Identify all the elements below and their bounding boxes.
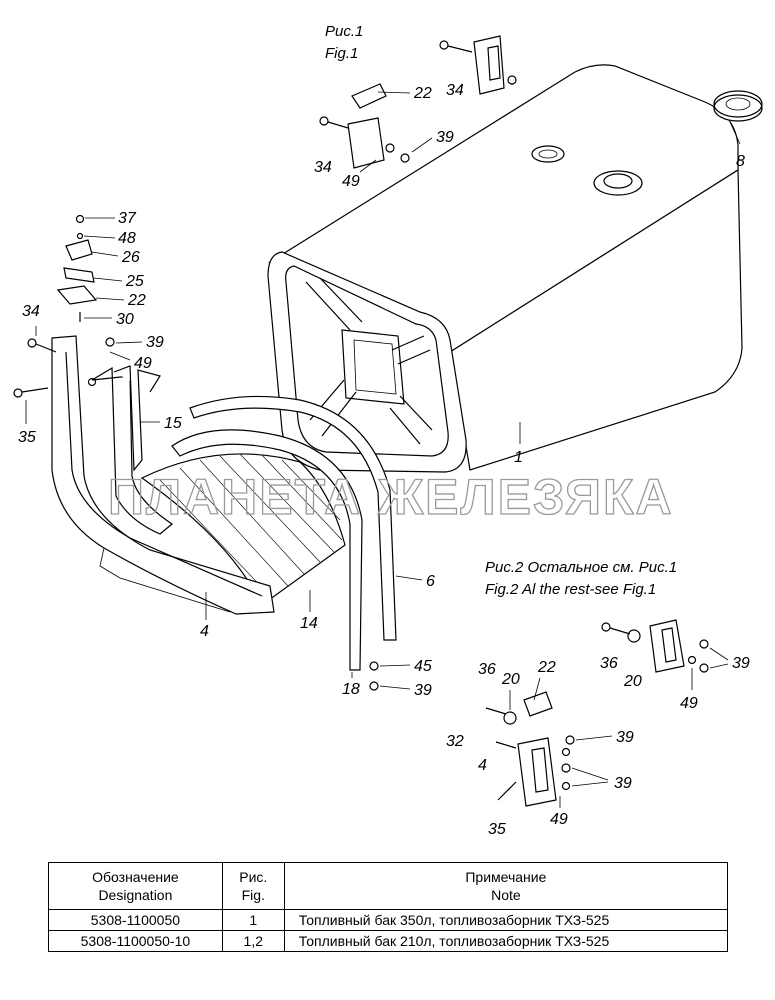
part-label: 35 xyxy=(488,821,506,838)
part-label: 1 xyxy=(514,449,523,466)
table-header-row: Обозначение Designation Рис. Fig. Примеч… xyxy=(48,862,729,910)
leader-lines xyxy=(25,91,741,808)
table-row: 5308-1100050-10 1,2 Топливный бак 210л, … xyxy=(48,930,729,952)
part-label: 36 xyxy=(600,655,618,672)
table-row: 5308-1100050 1 Топливный бак 350л, топли… xyxy=(48,909,729,931)
strap-6 xyxy=(189,395,397,641)
cell-fig: 1 xyxy=(221,909,285,931)
exploded-view-drawing: Рис.1 Fig.1 Рис.2 Остальное см. Рис.1 Fi… xyxy=(13,23,763,838)
header-ru: Примечание xyxy=(465,869,547,885)
bracket-22-top xyxy=(319,83,410,169)
support-15 xyxy=(91,365,174,535)
header-en: Fig. xyxy=(241,887,265,903)
part-label: 49 xyxy=(550,811,568,828)
part-label: 30 xyxy=(116,311,134,328)
strap-18 xyxy=(171,429,363,671)
part-label: 39 xyxy=(436,129,454,146)
header-en: Designation xyxy=(98,887,173,903)
part-label: 45 xyxy=(414,658,432,675)
part-label: 20 xyxy=(501,671,520,688)
part-label: 39 xyxy=(414,682,432,699)
part-label: 39 xyxy=(616,729,634,746)
part-label: 14 xyxy=(300,615,318,632)
header-en: Note xyxy=(491,887,521,903)
part-label: 8 xyxy=(736,153,745,170)
cell-designation: 5308-1100050-10 xyxy=(48,930,223,952)
header-ru: Рис. xyxy=(239,869,268,885)
part-label: 4 xyxy=(200,623,209,640)
fig2-bracket-upper xyxy=(601,619,709,673)
part-label: 39 xyxy=(146,334,164,351)
fig1-caption-ru: Рис.1 xyxy=(325,23,363,40)
part-label: 49 xyxy=(342,173,360,190)
header-fig: Рис. Fig. xyxy=(221,862,285,910)
part-label: 39 xyxy=(732,655,750,672)
part-label: 32 xyxy=(446,733,464,750)
part-label: 18 xyxy=(342,681,360,698)
part-label: 4 xyxy=(478,757,487,774)
filler-cap xyxy=(713,90,763,122)
part-label: 34 xyxy=(314,159,332,176)
rubber-pad xyxy=(140,453,346,606)
part-label: 34 xyxy=(446,82,464,99)
small-parts-left xyxy=(13,214,379,691)
part-label: 39 xyxy=(614,775,632,792)
cell-note: Топливный бак 210л, топливозаборник ТХЗ-… xyxy=(283,930,729,952)
cell-note: Топливный бак 350л, топливозаборник ТХЗ-… xyxy=(283,909,729,931)
header-designation: Обозначение Designation xyxy=(48,862,223,910)
part-label: 20 xyxy=(623,673,642,690)
header-ru: Обозначение xyxy=(92,869,179,885)
fig2-bracket-lower xyxy=(485,691,575,807)
part-label: 35 xyxy=(18,429,36,446)
cell-designation: 5308-1100050 xyxy=(48,909,223,931)
part-labels: 34 22 34 39 49 34 8 37 48 26 25 22 30 34… xyxy=(18,82,750,838)
spec-table: Обозначение Designation Рис. Fig. Примеч… xyxy=(48,862,729,952)
part-label: 49 xyxy=(134,355,152,372)
part-label: 37 xyxy=(118,210,137,227)
part-label: 6 xyxy=(426,573,435,590)
part-label: 22 xyxy=(537,659,556,676)
part-label: 22 xyxy=(413,85,432,102)
header-note: Примечание Note xyxy=(283,862,729,910)
fig2-caption-ru: Рис.2 Остальное см. Рис.1 xyxy=(485,559,677,576)
part-label: 49 xyxy=(680,695,698,712)
fig1-caption-en: Fig.1 xyxy=(325,45,358,62)
part-label: 34 xyxy=(22,303,40,320)
fig2-caption-en: Fig.2 Al the rest-see Fig.1 xyxy=(485,581,656,598)
watermark: ПЛАНЕТА ЖЕЛЕЗЯКА xyxy=(108,469,674,525)
part-label: 22 xyxy=(127,292,146,309)
part-label: 48 xyxy=(118,230,136,247)
part-label: 26 xyxy=(121,249,140,266)
part-label: 25 xyxy=(125,273,144,290)
bracket-34-top xyxy=(439,35,517,95)
part-label: 36 xyxy=(478,661,496,678)
cell-fig: 1,2 xyxy=(221,930,285,952)
bracket-4 xyxy=(51,335,275,615)
part-label: 15 xyxy=(164,415,182,432)
